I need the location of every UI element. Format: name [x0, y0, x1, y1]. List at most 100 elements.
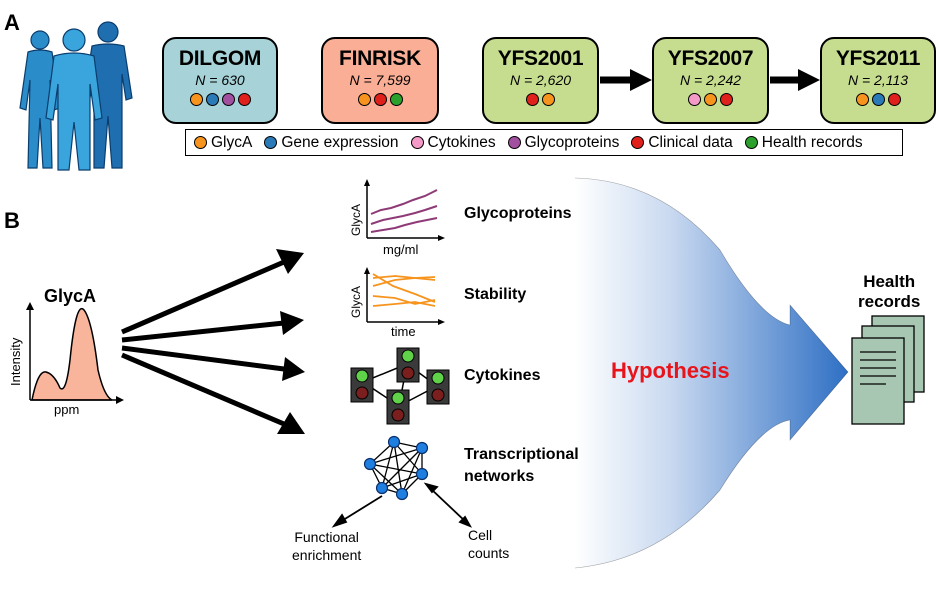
- cohort-name: YFS2011: [835, 47, 921, 70]
- glycoprotein-series-line: [370, 217, 438, 233]
- legend-item-gene-expression: Gene expression: [264, 133, 399, 152]
- cell-counts-label: Cell counts: [468, 526, 509, 562]
- arrow-to-cell-counts: [429, 487, 467, 523]
- funnel-shape: [575, 178, 848, 568]
- yfs-arrows: [600, 69, 820, 91]
- cohort-name: DILGOM: [178, 47, 262, 70]
- cytokine-node: [396, 347, 420, 383]
- clinical-data-dot: [720, 93, 733, 106]
- stability-plot: GlycA time: [349, 267, 445, 339]
- arrow-yfs2001-to-yfs2007: [600, 69, 652, 91]
- glycoproteins-xlabel: mg/ml: [383, 242, 419, 257]
- cytokines-dot: [410, 136, 424, 149]
- cytokines-dot: [688, 93, 701, 106]
- transcriptional-line2: networks: [464, 468, 535, 485]
- stability-series-line: [372, 301, 436, 307]
- functional-line1: Functional: [294, 529, 359, 545]
- legend-label: Glycoproteins: [524, 133, 620, 151]
- glycoproteins-plot: GlycA mg/ml: [349, 179, 445, 257]
- cytokine-node: [386, 389, 410, 425]
- cytokines-label: Cytokines: [464, 367, 541, 384]
- stability-xlabel: time: [391, 324, 416, 339]
- stability-label: Stability: [464, 286, 527, 303]
- arrow-to-transcriptional-networks: [121, 352, 285, 427]
- clinical-data-dot: [631, 136, 645, 149]
- glycoproteins-label: Glycoproteins: [464, 205, 572, 222]
- cohort-n: N = 630: [195, 72, 245, 88]
- cohort-name: FINRISK: [339, 47, 421, 70]
- cytokines-network: [350, 347, 450, 425]
- cohort-data-dots: [164, 93, 276, 106]
- clinical-data-dot: [373, 93, 387, 106]
- health-records-dot: [389, 93, 403, 106]
- cohort-finrisk: FINRISK N = 7,599: [321, 37, 439, 124]
- cohort-yfs2001: YFS2001 N = 2,620: [482, 37, 599, 124]
- gene-expression-dot: [264, 136, 278, 149]
- arrow-to-functional-enrichment: [339, 495, 383, 523]
- arrow-yfs2007-to-yfs2011: [770, 69, 820, 91]
- network-node: [375, 481, 389, 495]
- gene-expression-dot: [205, 93, 219, 106]
- cohort-name: YFS2007: [667, 47, 754, 70]
- health-records-icon: [851, 315, 925, 425]
- gene-expression-dot: [871, 93, 885, 106]
- glycoproteins-dot: [221, 93, 235, 106]
- stability-series-line: [372, 275, 436, 279]
- legend-label: GlycA: [211, 133, 253, 151]
- cell-counts-line2: counts: [468, 545, 510, 561]
- legend-item-clinical-data: Clinical data: [631, 133, 733, 152]
- stability-series-line: [372, 295, 436, 305]
- glyca-title: GlycA: [44, 286, 97, 306]
- glyca-xlabel: ppm: [54, 402, 79, 417]
- legend-label: Gene expression: [281, 133, 399, 151]
- arrow-to-glycoproteins: [121, 259, 285, 335]
- glyca-dot: [189, 93, 203, 106]
- transcriptional-networks-label: Transcriptional networks: [464, 444, 579, 488]
- glycoproteins-dot: [507, 136, 521, 149]
- cohort-yfs2007: YFS2007 N = 2,242: [652, 37, 769, 124]
- legend-item-glycoproteins: Glycoproteins: [507, 133, 620, 152]
- glyca-dot: [357, 93, 371, 106]
- functional-enrichment-label: Functional enrichment: [292, 528, 361, 564]
- hypothesis-label: Hypothesis: [611, 358, 730, 383]
- stability-ylabel: GlycA: [349, 286, 363, 318]
- cohort-name: YFS2001: [497, 47, 584, 70]
- glycoprotein-series-line: [370, 205, 438, 225]
- network-node: [387, 435, 401, 449]
- legend-item-glyca: GlycA: [194, 134, 252, 152]
- legend-item-health-records: Health records: [744, 133, 863, 152]
- clinical-data-dot: [237, 93, 251, 106]
- glyca-spectrum-area: [31, 307, 113, 401]
- transcriptional-line1: Transcriptional: [464, 446, 579, 463]
- health-records-line1: Health: [863, 272, 916, 291]
- cell-counts-line1: Cell: [468, 527, 493, 543]
- network-node: [415, 441, 429, 455]
- functional-line2: enrichment: [292, 547, 362, 563]
- panel-a-label: A: [4, 10, 20, 35]
- legend-label: Clinical data: [648, 133, 733, 151]
- cohort-n: N = 2,113: [847, 72, 909, 88]
- cytokine-node: [350, 367, 374, 403]
- cohort-data-dots: [323, 93, 437, 106]
- glyca-dot: [855, 93, 869, 106]
- legend-label: Health records: [761, 133, 863, 151]
- cohort-dilgom: DILGOM N = 630: [162, 37, 278, 124]
- clinical-data-dot: [887, 93, 901, 106]
- data-type-legend: GlycA Gene expression Cytokines Glycopro…: [185, 129, 903, 156]
- arrow-to-cytokines: [121, 345, 285, 372]
- network-node: [363, 457, 377, 471]
- glyca-spectrum-plot: Intensity ppm: [8, 302, 124, 417]
- network-node: [415, 467, 429, 481]
- glyca-dot: [194, 136, 207, 149]
- legend-label: Cytokines: [427, 133, 496, 151]
- cohort-data-dots: [822, 93, 934, 106]
- health-records-label: Health records: [858, 272, 920, 312]
- record-page: [851, 337, 905, 425]
- glyca-dot: [542, 93, 555, 106]
- transcriptional-network: [363, 435, 429, 501]
- stability-series-line: [372, 277, 436, 287]
- people-icon: [19, 21, 133, 171]
